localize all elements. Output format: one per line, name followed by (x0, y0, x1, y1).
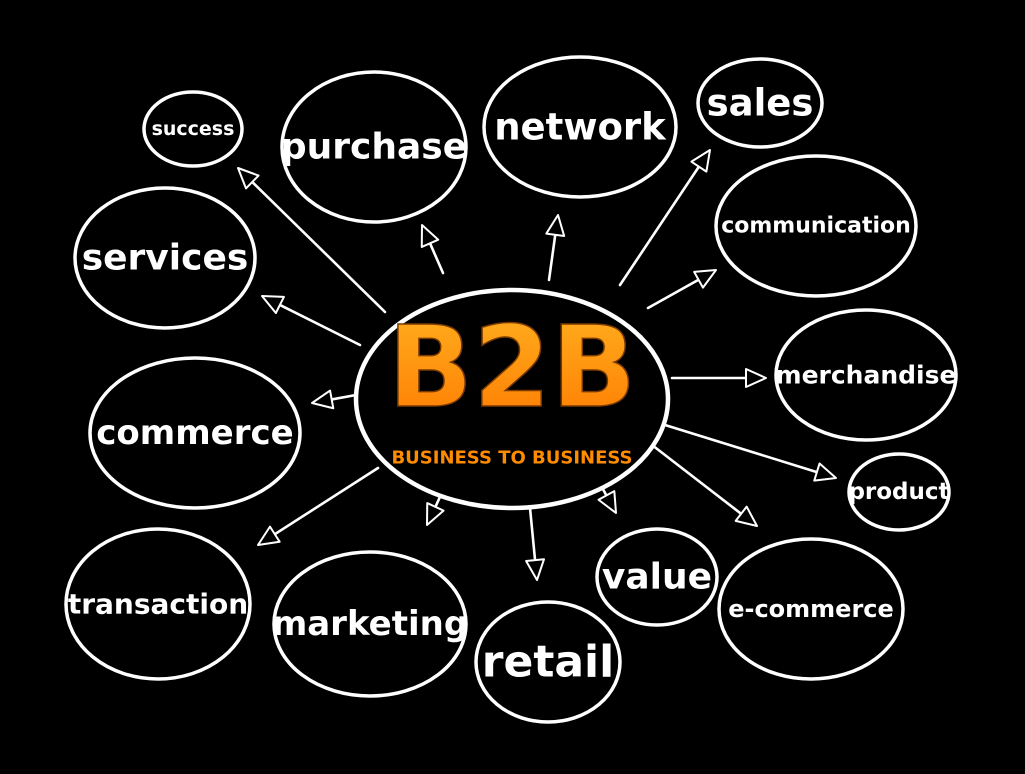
connector-line-sales (618, 165, 701, 287)
hub-title: B2B (388, 303, 637, 433)
bubble-outline-retail (474, 600, 622, 724)
bubble-label-retail: retail (482, 637, 614, 688)
bubble-transaction: transaction (64, 527, 252, 681)
hub-subtitle: BUSINESS TO BUSINESS (391, 448, 632, 469)
bubble-product: product (847, 452, 951, 532)
connector-line-commerce (330, 393, 358, 401)
bubble-label-marketing: marketing (272, 604, 468, 644)
bubble-label-services: services (82, 238, 249, 279)
bubble-outline-purchase (280, 70, 468, 224)
connector-line-services (278, 303, 362, 347)
bubble-outline-network (482, 55, 678, 199)
arrowhead-commerce (311, 389, 335, 410)
bubble-e-commerce: e-commerce (717, 537, 905, 681)
bubble-label-value: value (602, 557, 712, 598)
connector-arrows (237, 149, 837, 581)
bubble-commerce: commerce (88, 356, 302, 510)
bubble-outline-commerce (88, 356, 302, 510)
bubble-label-e-commerce: e-commerce (728, 595, 894, 623)
bubble-outline-success (142, 90, 244, 168)
connector-line-e-commerce (650, 443, 743, 516)
bubble-label-merchandise: merchandise (776, 361, 957, 390)
bubble-success: success (142, 90, 244, 168)
arrowhead-communication (693, 269, 717, 289)
arrowhead-purchase (420, 224, 440, 248)
connector-line-purchase (428, 242, 445, 275)
bubble-communication: communication (714, 154, 918, 298)
central-hub: B2B BUSINESS TO BUSINESS (353, 287, 671, 511)
arrowhead-transaction (257, 525, 281, 546)
connector-line-network (547, 233, 557, 282)
arrowhead-network (545, 214, 566, 238)
bubble-network: network (482, 55, 678, 199)
bubble-outline-transaction (64, 527, 252, 681)
connector-line-product (663, 423, 819, 474)
arrowhead-merchandise (745, 368, 767, 388)
bubble-label-purchase: purchase (281, 127, 467, 168)
bubble-merchandise: merchandise (774, 308, 958, 442)
arrowhead-product (813, 462, 837, 482)
connector-line-success (250, 180, 387, 314)
bubble-outline-marketing (272, 550, 468, 698)
bubble-purchase: purchase (280, 70, 468, 224)
bubble-outline-sales (696, 57, 824, 149)
arrowhead-e-commerce (734, 505, 758, 527)
bubble-outline-value (595, 527, 719, 627)
bubble-label-sales: sales (707, 82, 814, 125)
bubble-outline-merchandise (774, 308, 958, 442)
bubble-label-network: network (494, 106, 667, 149)
bubble-services: services (73, 186, 257, 330)
bubble-outline-product (847, 452, 951, 532)
bubble-label-commerce: commerce (96, 413, 293, 453)
bubble-sales: sales (696, 57, 824, 149)
bubble-label-success: success (152, 118, 235, 140)
arrowhead-sales (690, 149, 711, 173)
bubble-outline-e-commerce (717, 537, 905, 681)
topic-bubbles: success purchase network sales communication… (64, 55, 958, 724)
connector-line-transaction (273, 466, 380, 536)
hub-ellipse (353, 287, 671, 511)
bubble-retail: retail (474, 600, 622, 724)
connector-line-retail (528, 506, 537, 562)
bubble-value: value (595, 527, 719, 627)
bubble-marketing: marketing (272, 550, 468, 698)
arrowhead-marketing (426, 502, 445, 526)
bubble-label-communication: communication (721, 214, 911, 239)
arrowhead-success (237, 167, 260, 190)
bubble-outline-communication (714, 154, 918, 298)
bubble-outline-services (73, 186, 257, 330)
arrowhead-services (261, 295, 285, 314)
connector-line-communication (646, 278, 700, 310)
bubble-label-product: product (848, 479, 949, 505)
bubble-label-transaction: transaction (68, 588, 248, 621)
arrowhead-retail (525, 558, 546, 581)
arrowhead-value (597, 490, 617, 514)
